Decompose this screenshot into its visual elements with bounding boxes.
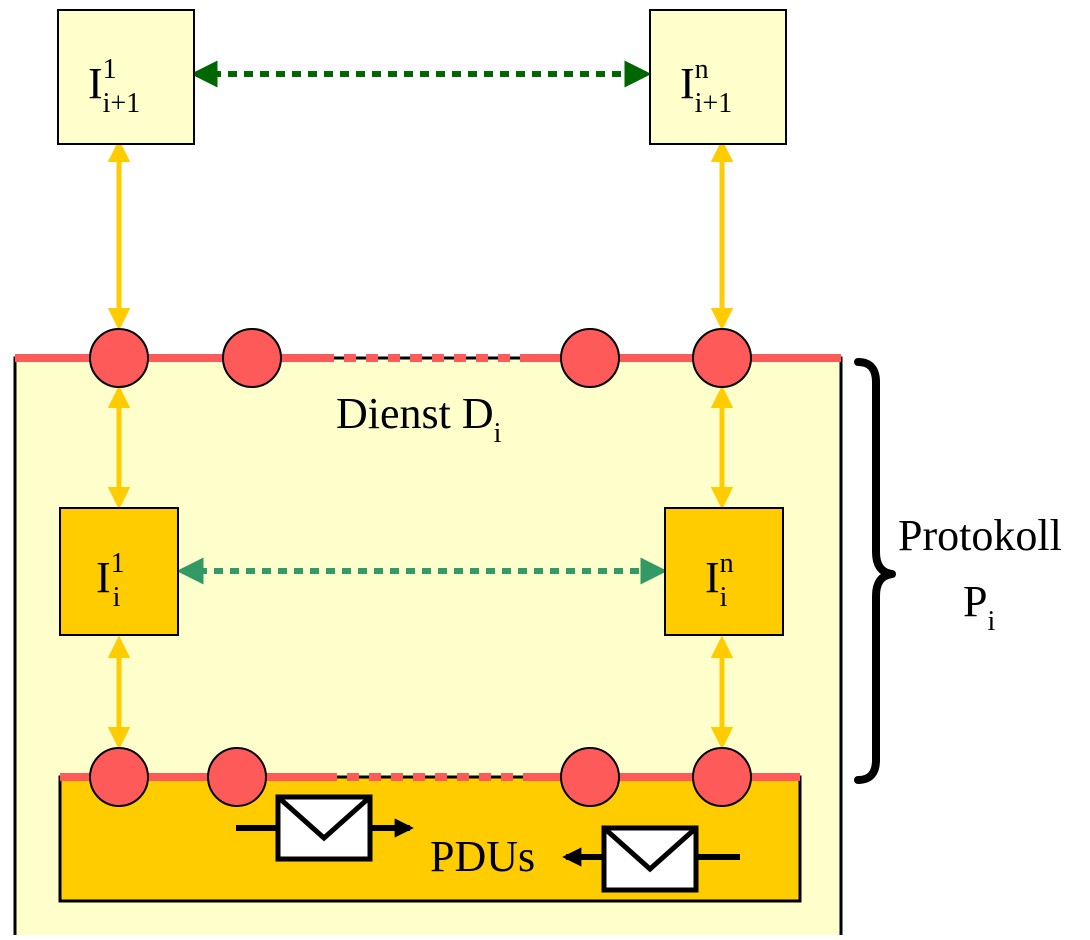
instance-box-upper-right xyxy=(649,9,787,145)
sap-circle-lower-4 xyxy=(692,747,752,807)
envelope-icon xyxy=(275,794,373,862)
sap-circle-lower-3 xyxy=(560,747,620,807)
sap-circle-lower-2 xyxy=(207,747,267,807)
instance-box-lower-right xyxy=(664,507,784,636)
sap-circle-upper-1 xyxy=(89,328,149,388)
instance-box-upper-left xyxy=(57,9,195,145)
envelope-icon xyxy=(601,825,699,893)
protocol-brace xyxy=(854,358,896,784)
instance-box-lower-left xyxy=(59,507,179,636)
sap-circle-upper-2 xyxy=(222,328,282,388)
protocol-symbol: Pi xyxy=(963,577,995,637)
pdu-label: PDUs xyxy=(430,832,535,881)
sap-circle-lower-1 xyxy=(89,747,149,807)
sap-circle-upper-4 xyxy=(692,328,752,388)
sap-circle-upper-3 xyxy=(560,328,620,388)
service-label: Dienst Di xyxy=(336,389,502,449)
protocol-label: Protokoll xyxy=(898,511,1062,560)
